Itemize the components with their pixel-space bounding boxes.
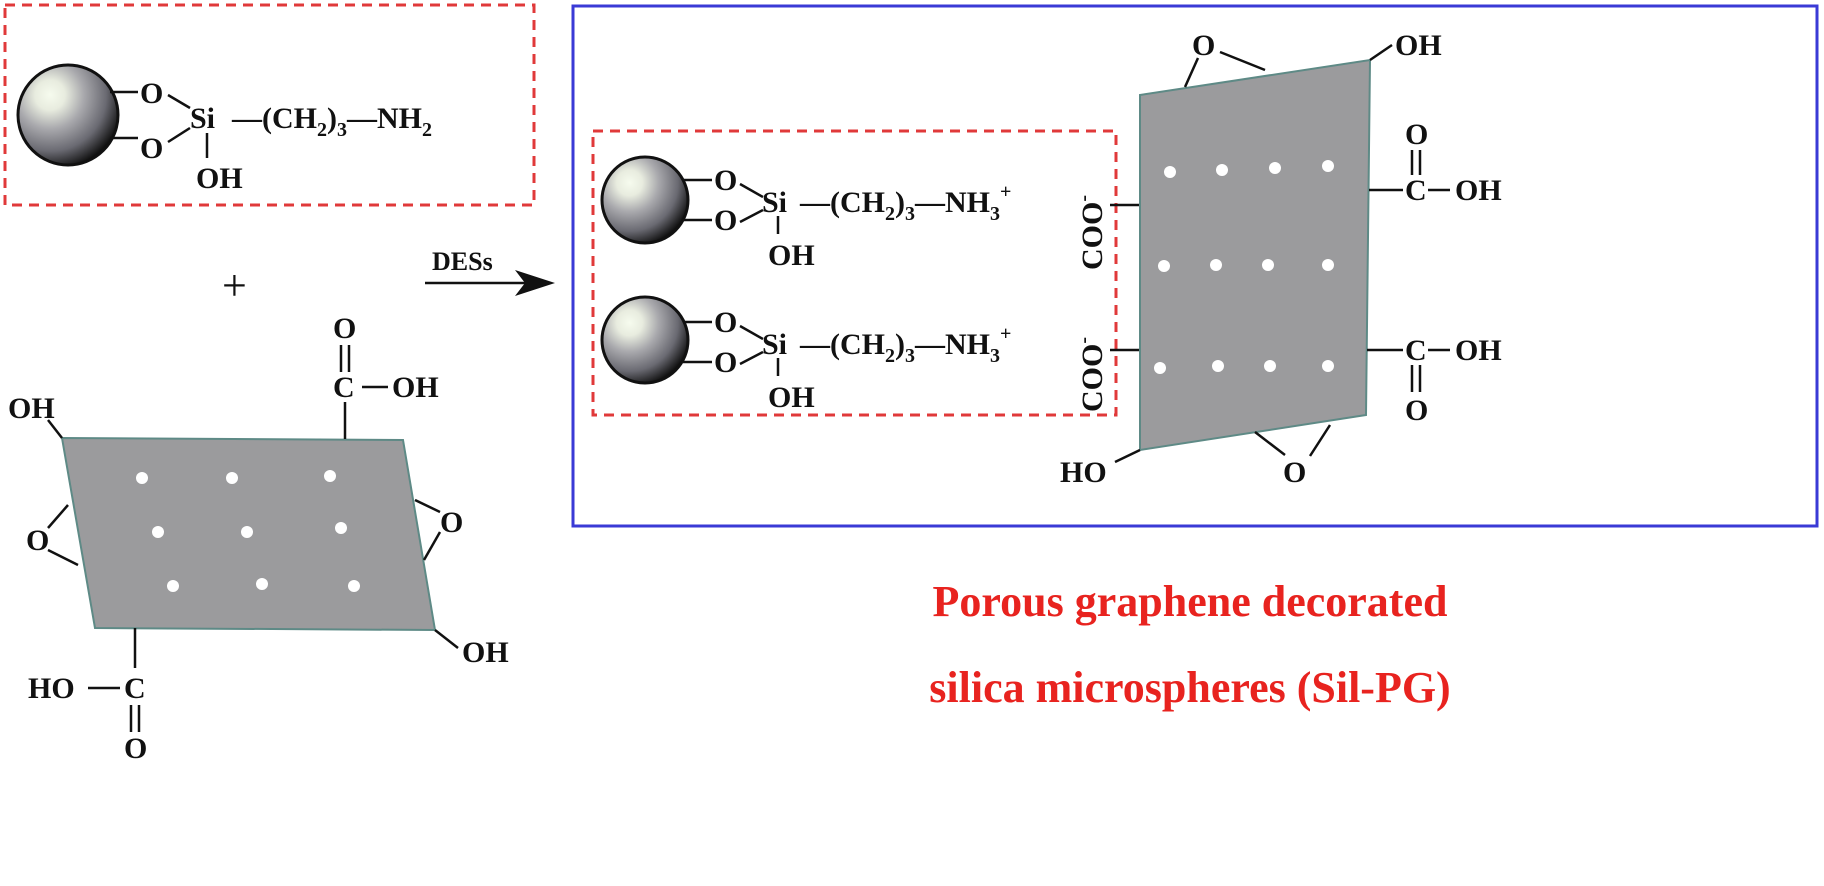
caption-line-1: Porous graphene decorated — [933, 577, 1448, 626]
silica-sphere — [16, 63, 120, 167]
silicon-label: Si — [190, 102, 215, 135]
oxygen-label: O — [333, 312, 356, 345]
oxygen-label: O — [140, 132, 163, 165]
silicon-label: Si — [762, 328, 787, 361]
hydroxyl-label: HO — [28, 672, 75, 705]
hydroxyl-label: OH — [1455, 334, 1502, 367]
epoxide-oxygen-label: O — [1192, 29, 1215, 62]
silicon-label: Si — [762, 186, 787, 219]
carboxylate-label: COO- — [1073, 337, 1109, 412]
hydroxyl-label: OH — [196, 162, 243, 195]
propyl-ammonium-label: —(CH2)3—NH3+ — [799, 323, 1011, 367]
hydroxyl-label: OH — [1395, 29, 1442, 62]
dashed-box — [591, 129, 1118, 417]
reaction-arrow: DESs — [425, 247, 555, 296]
propyl-ammonium-label: —(CH2)3—NH3+ — [799, 181, 1011, 225]
hydroxyl-label: OH — [768, 239, 815, 272]
oxygen-label: O — [714, 346, 737, 379]
product-silica-row-1: O O Si OH —(CH2)3—NH3+ COO- — [600, 155, 1140, 272]
pores — [136, 470, 360, 592]
product-silica-row-2: O O Si OH —(CH2)3—NH3+ COO- — [600, 295, 1140, 414]
oxygen-label: O — [124, 732, 147, 765]
arrow-label: DESs — [432, 247, 493, 276]
oxygen-label: O — [714, 204, 737, 237]
product-box — [571, 4, 1819, 528]
carboxylate-label: COO- — [1073, 195, 1109, 270]
product-sil-pg: O O Si OH —(CH2)3—NH3+ COO- O O Si OH —(… — [571, 4, 1819, 528]
oxygen-label: O — [714, 306, 737, 339]
hydroxyl-label: OH — [392, 371, 439, 404]
caption-line-2: silica microspheres (Sil-PG) — [929, 663, 1450, 712]
oxygen-label: O — [1405, 118, 1428, 151]
amino-silica-reactant: O O Si OH —(CH2)3—NH2 — [3, 3, 536, 207]
hydroxyl-label: HO — [1060, 456, 1107, 489]
epoxide-oxygen-label: O — [440, 506, 463, 539]
epoxide-oxygen-label: O — [26, 524, 49, 557]
hydroxyl-label: OH — [462, 636, 509, 669]
arrow-head-icon — [515, 270, 555, 296]
carbon-label: C — [1405, 334, 1427, 367]
carbon-label: C — [1405, 174, 1427, 207]
graphene-oxide-reactant: OH O C OH O O OH HO C O — [8, 312, 509, 765]
hydroxyl-label: OH — [1455, 174, 1502, 207]
graphene-sheet — [1139, 58, 1372, 452]
oxygen-label: O — [140, 77, 163, 110]
silica-sphere — [600, 295, 690, 385]
pores — [1154, 160, 1334, 374]
dashed-box — [3, 3, 536, 207]
propyl-chain-label: —(CH2)3—NH2 — [231, 102, 432, 141]
carbon-label: C — [333, 371, 355, 404]
plus-sign: + — [222, 261, 247, 310]
product-graphene-sheet: O OH O C OH C OH O HO O — [1060, 29, 1502, 489]
silica-sphere — [600, 155, 690, 245]
hydroxyl-label: OH — [8, 392, 55, 425]
oxygen-label: O — [714, 164, 737, 197]
oxygen-label: O — [1405, 394, 1428, 427]
carbon-label: C — [124, 672, 146, 705]
hydroxyl-label: OH — [768, 381, 815, 414]
epoxide-oxygen-label: O — [1283, 456, 1306, 489]
